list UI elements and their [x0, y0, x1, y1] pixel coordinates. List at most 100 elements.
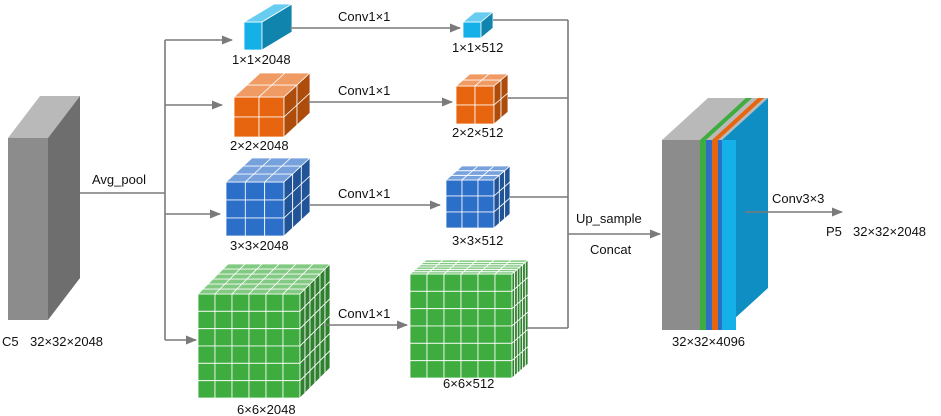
cube-front-cell: [248, 293, 267, 312]
cube-front-cell: [214, 328, 233, 347]
cube-front-cell: [474, 104, 495, 125]
cube-top-cell: [456, 259, 479, 263]
cube-side-cell: [504, 197, 511, 220]
cube-front-cell: [461, 211, 479, 229]
cube-front-cell: [409, 308, 428, 327]
cube-front-cell: [426, 325, 445, 344]
pooled-cube-2x2: [232, 72, 312, 138]
cube-front-cell: [477, 179, 495, 197]
cube-front-cell: [494, 290, 513, 310]
cube-front-cell: [282, 293, 301, 312]
cube-front-cell: [231, 380, 250, 399]
cube-front-cell: [460, 342, 479, 362]
cube-side-cell: [524, 345, 529, 368]
avg-pool-label: Avg_pool: [92, 172, 146, 187]
cube-front-cell: [462, 21, 482, 39]
cube-front-cell: [197, 345, 216, 364]
cube-front-cell: [477, 290, 496, 310]
pooled-dims-4: 6×6×2048: [237, 402, 296, 416]
cube-front-cell: [233, 96, 260, 118]
cube-front-cell: [231, 328, 250, 347]
cube-side-cell: [480, 11, 494, 39]
cube-side-cell: [500, 92, 509, 119]
cube-front-cell: [477, 211, 495, 229]
cube-front-cell: [248, 345, 267, 364]
pooled-cube-3x3: [224, 157, 312, 237]
cube-front-cell: [197, 328, 216, 347]
conv-label-1: Conv1×1: [338, 9, 390, 24]
cube-front-cell: [455, 85, 476, 106]
cube-front-cell: [443, 290, 462, 310]
conv3x3-label: Conv3×3: [772, 191, 824, 206]
cube-front-cell: [494, 342, 513, 362]
cube-front-cell: [494, 308, 513, 327]
cube-front-cell: [248, 380, 267, 399]
cube-front-cell: [265, 293, 284, 312]
cube-front-cell: [426, 360, 445, 379]
cube-front-cell: [443, 325, 462, 344]
cube-front-cell: [231, 293, 250, 312]
cube-top-cell: [422, 259, 445, 263]
out-dims-1: 1×1×512: [452, 40, 503, 55]
cube-front-cell: [445, 195, 463, 213]
c5-dims: 32×32×2048: [30, 334, 103, 349]
cube-front-cell: [264, 181, 285, 201]
cube-front-cell: [231, 362, 250, 382]
conv-label-3: Conv1×1: [338, 186, 390, 201]
concat-dims: 32×32×4096: [672, 334, 745, 349]
cube-front-cell: [214, 345, 233, 364]
cube-front-cell: [248, 310, 267, 330]
cube-front-cell: [409, 342, 428, 362]
output-cube-2x2: [454, 73, 510, 125]
cube-top-cell: [490, 259, 513, 263]
cube-front-cell: [265, 310, 284, 330]
cube-front-cell: [426, 342, 445, 362]
cube-front-cell: [477, 325, 496, 344]
cube-front-cell: [443, 308, 462, 327]
out-dims-4: 6×6×512: [443, 376, 494, 391]
cube-front-cell: [282, 310, 301, 330]
cube-front-cell: [409, 360, 428, 379]
cube-top-cell: [439, 259, 462, 263]
cube-front-cell: [461, 179, 479, 197]
cube-front-cell: [443, 342, 462, 362]
cube-front-cell: [243, 21, 263, 51]
cube-front-cell: [197, 380, 216, 399]
cube-side-cell: [524, 259, 529, 281]
cube-front-cell: [282, 380, 301, 399]
cube-front-cell: [409, 290, 428, 310]
pooled-cube-1x1: [242, 3, 294, 51]
cube-front-cell: [233, 116, 260, 138]
c5-block: [8, 96, 80, 320]
cube-front-cell: [214, 310, 233, 330]
cube-front-cell: [244, 181, 266, 201]
output-cube-3x3: [444, 165, 512, 229]
cube-front-cell: [214, 293, 233, 312]
cube-front-cell: [248, 328, 267, 347]
cube-side-cell: [324, 349, 331, 374]
conv-label-2: Conv1×1: [338, 83, 390, 98]
cube-front-cell: [409, 273, 428, 292]
cube-top-cell: [473, 259, 496, 263]
concat-label: Concat: [590, 242, 632, 257]
cube-front-cell: [244, 199, 266, 219]
cube-front-cell: [494, 273, 513, 292]
cube-front-cell: [445, 211, 463, 229]
cube-front-cell: [282, 345, 301, 364]
cube-front-cell: [460, 273, 479, 292]
cube-front-cell: [264, 217, 285, 237]
cube-front-cell: [225, 181, 246, 201]
cube-front-cell: [426, 308, 445, 327]
cube-side-cell: [524, 328, 529, 350]
cube-top-cell: [507, 259, 530, 263]
out-dims-3: 3×3×512: [452, 233, 503, 248]
cube-side-cell: [524, 293, 529, 316]
cube-front-cell: [426, 290, 445, 310]
cube-front-cell: [477, 273, 496, 292]
pooled-dims-3: 3×3×2048: [230, 238, 289, 253]
cube-front-cell: [409, 325, 428, 344]
cube-front-cell: [258, 116, 285, 138]
cube-front-cell: [225, 217, 246, 237]
cube-front-cell: [231, 345, 250, 364]
